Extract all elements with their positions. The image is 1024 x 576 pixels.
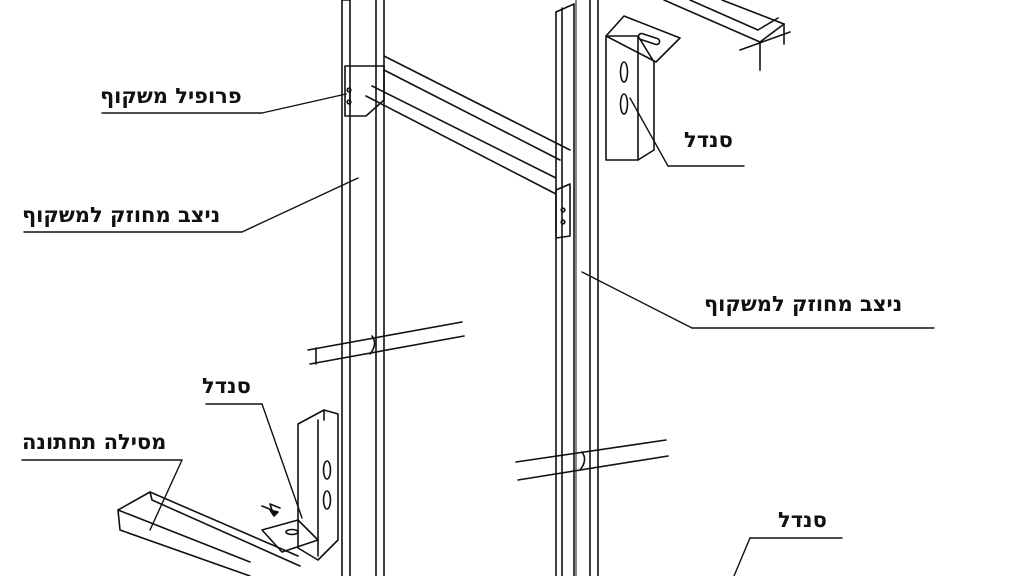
label-sandal-top: סנדל (684, 128, 733, 152)
label-bottom-rail: מסילה תחתונה (22, 430, 167, 454)
mid-sandal-bracket (261, 409, 339, 561)
right-stud (555, 0, 599, 576)
label-sandal-middle: סנדל (202, 374, 251, 398)
top-sandal-bracket (605, 15, 681, 161)
left-stud (341, 0, 385, 576)
break-mark-left (307, 321, 465, 365)
top-ceiling-rail (663, 0, 791, 71)
header-profile (344, 55, 571, 239)
label-ceiling-profile: פרופיל משקוף (100, 84, 242, 108)
label-reinforced-stud-left: ניצב מחוזק למשקוף (22, 203, 221, 227)
break-mark-right (515, 439, 669, 481)
label-reinforced-stud-right: ניצב מחוזק למשקוף (704, 292, 903, 316)
leader-lines (21, 93, 935, 576)
bottom-rail (117, 491, 301, 576)
label-sandal-bottom: סנדל (778, 508, 827, 532)
